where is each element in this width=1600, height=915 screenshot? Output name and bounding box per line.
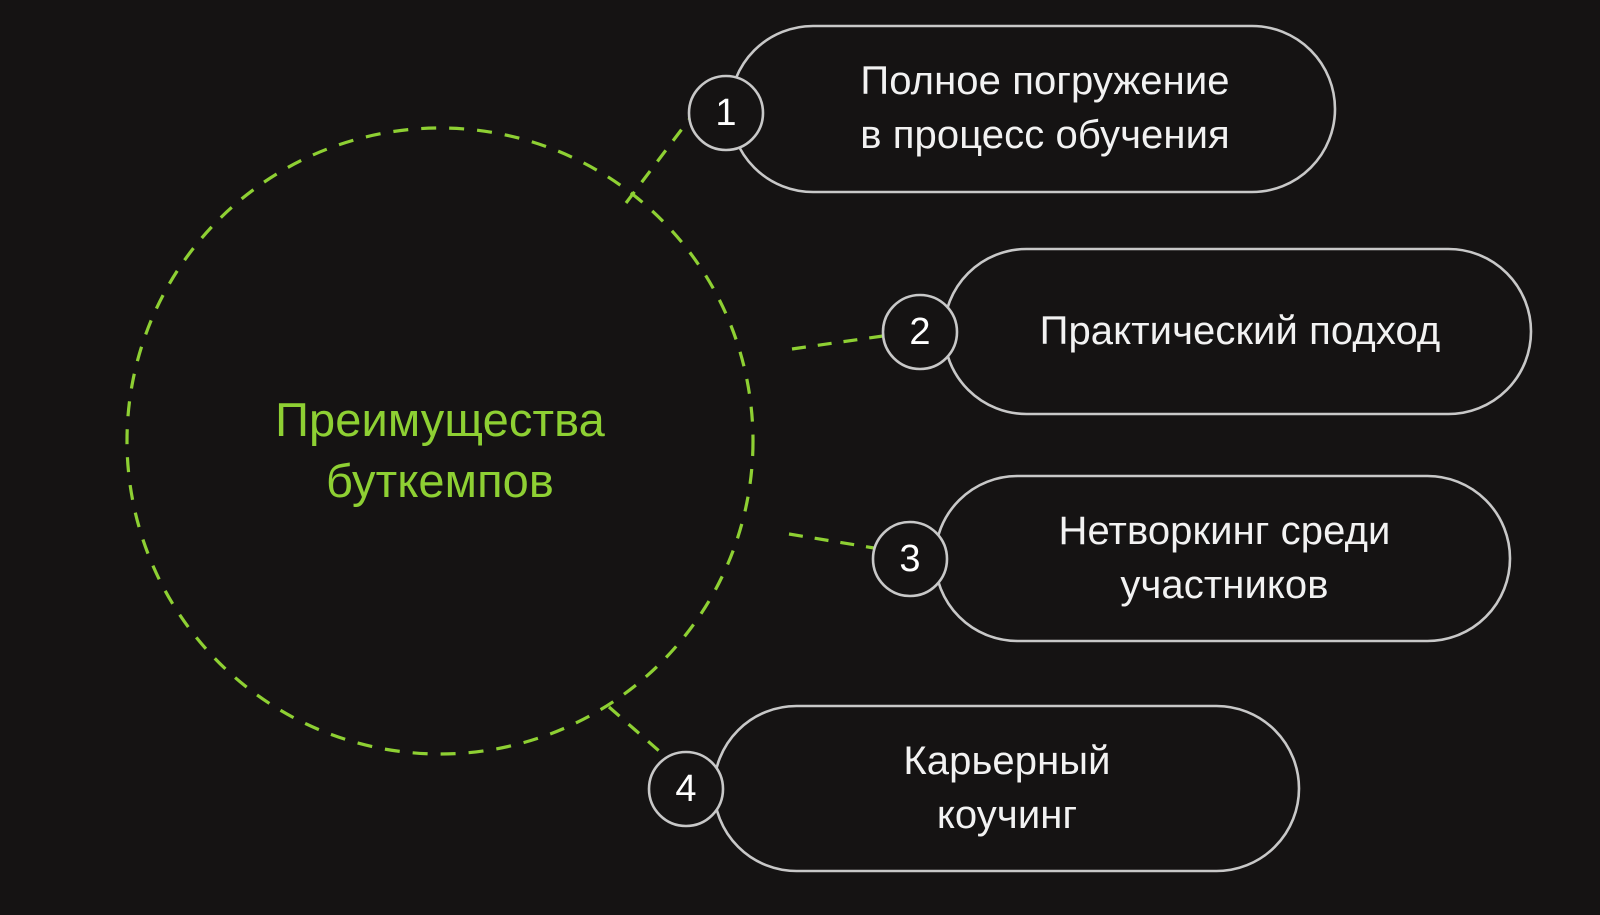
connector-line-3 xyxy=(788,532,875,550)
node-label-3: Нетворкинг среди участников xyxy=(1058,508,1391,607)
badge-circle-4[interactable] xyxy=(647,750,725,828)
connector-line-2 xyxy=(791,334,884,351)
node-label-2: Практический подход xyxy=(1039,308,1441,353)
hub-dashed-circle xyxy=(125,126,755,756)
node-number-badges xyxy=(647,74,959,828)
badge-circle-3[interactable] xyxy=(871,520,949,598)
connector-line-1 xyxy=(624,116,693,204)
badge-circle-1[interactable] xyxy=(687,74,765,152)
node-label-4: Карьерный коучинг xyxy=(903,738,1111,837)
badge-circle-2[interactable] xyxy=(881,293,959,371)
connector-lines xyxy=(607,116,884,759)
connector-line-4 xyxy=(607,705,668,759)
node-label-1: Полное погружение в процесс обучения xyxy=(860,59,1230,157)
